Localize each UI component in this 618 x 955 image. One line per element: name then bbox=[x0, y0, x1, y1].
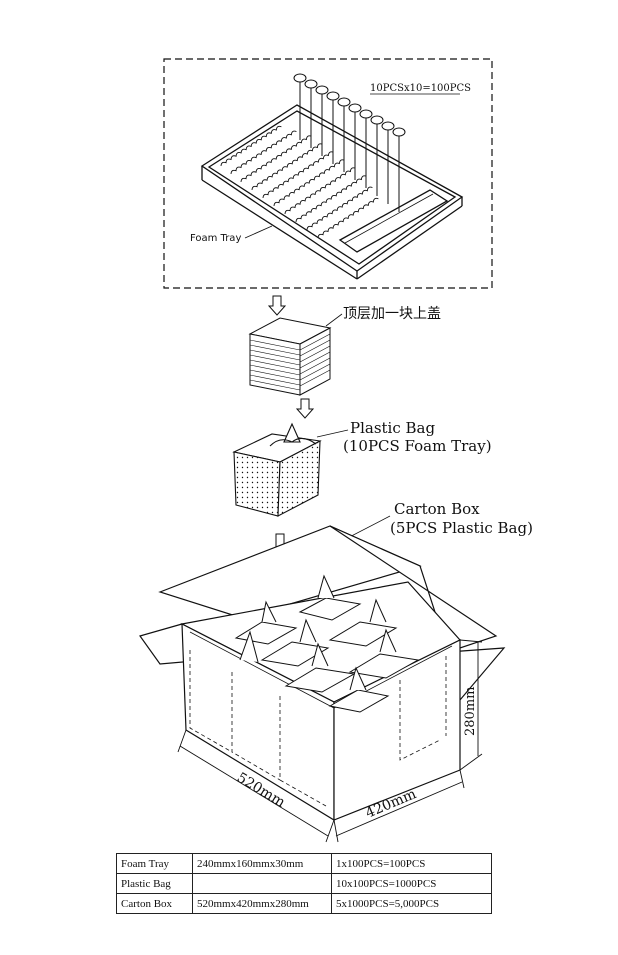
tray-stack bbox=[248, 317, 332, 396]
down-arrow-2 bbox=[295, 398, 315, 419]
foam-tray-section: 10PCSx10=100PCS bbox=[163, 58, 493, 289]
foam-tray-label: Foam Tray bbox=[190, 233, 241, 244]
spec-qty: 1x100PCS=100PCS bbox=[331, 853, 492, 874]
top-cover-leader bbox=[325, 313, 343, 327]
spec-qty: 5x1000PCS=5,000PCS bbox=[331, 893, 492, 914]
spec-item: Foam Tray bbox=[116, 853, 193, 874]
foam-tray bbox=[200, 104, 464, 280]
carton-hidden-lines bbox=[189, 650, 447, 807]
plastic-bag bbox=[232, 422, 322, 517]
foam-tray-leader bbox=[244, 225, 273, 239]
top-cover-label: 顶层加一块上盖 bbox=[343, 306, 441, 322]
dimension-lines bbox=[177, 639, 483, 843]
dashed-frame bbox=[163, 58, 493, 289]
carton-box-section: Carton Box (5PCS Plastic Bag) bbox=[139, 500, 533, 843]
spec-table: Foam Tray 240mmx160mmx30mm 1x100PCS=100P… bbox=[116, 853, 492, 914]
dim-height-label: 280mm bbox=[463, 687, 478, 736]
plastic-bag-leader bbox=[316, 429, 349, 438]
plastic-bag-label-1: Plastic Bag bbox=[350, 419, 435, 437]
spec-qty: 10x100PCS=1000PCS bbox=[331, 873, 492, 894]
carton-box-label-2: (5PCS Plastic Bag) bbox=[390, 519, 533, 537]
spec-size: 520mmx420mmx280mm bbox=[192, 893, 332, 914]
plastic-bag-label-2: (10PCS Foam Tray) bbox=[343, 437, 492, 455]
tray-count-label: 10PCSx10=100PCS bbox=[370, 83, 471, 94]
carton-box-label-1: Carton Box bbox=[394, 500, 480, 518]
down-arrow-1 bbox=[267, 295, 287, 316]
tray-cavity-rows bbox=[220, 125, 379, 239]
plastic-bag-section: Plastic Bag (10PCS Foam Tray) bbox=[232, 398, 492, 517]
spec-item: Plastic Bag bbox=[116, 873, 193, 894]
table-row: Carton Box 520mmx420mmx280mm 5x1000PCS=5… bbox=[116, 893, 492, 914]
table-row: Plastic Bag 10x100PCS=1000PCS bbox=[116, 873, 492, 894]
spec-size: 240mmx160mmx30mm bbox=[192, 853, 332, 874]
tray-stack-section: 顶层加一块上盖 bbox=[248, 295, 441, 396]
spec-item: Carton Box bbox=[116, 893, 193, 914]
carton-bags bbox=[234, 574, 420, 713]
table-row: Foam Tray 240mmx160mmx30mm 1x100PCS=100P… bbox=[116, 853, 492, 874]
tray-pins bbox=[293, 73, 406, 212]
spec-size bbox=[192, 873, 332, 894]
